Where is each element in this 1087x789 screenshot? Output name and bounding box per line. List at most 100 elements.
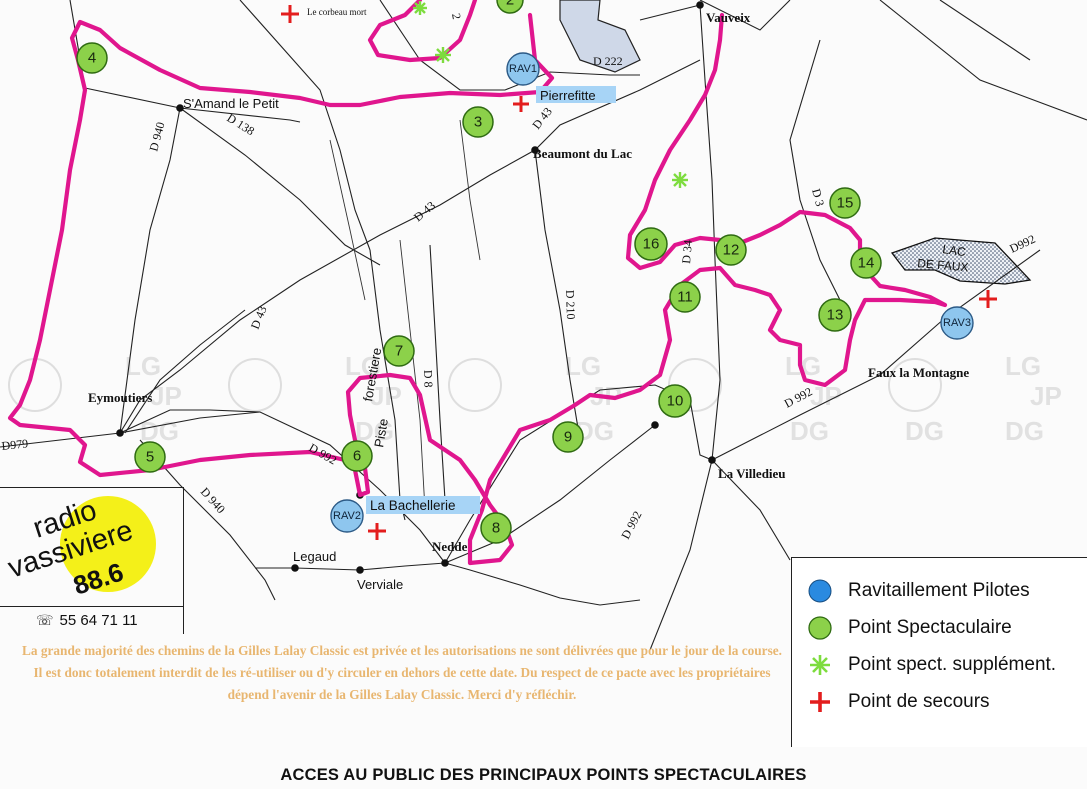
svg-text:10: 10: [667, 393, 684, 410]
road-label-d210: D 210: [563, 290, 578, 320]
town-bachellerie: La Bachellerie: [370, 498, 456, 513]
spectator-points: 2 3 4 5 6 7 8 9 10 11 12 13 14 15 16: [76, 0, 882, 544]
watermark-jp: JP: [1030, 381, 1062, 411]
spot-10[interactable]: 10: [658, 384, 692, 418]
watermark-jp: JP: [150, 381, 182, 411]
phone-box: ☏ 55 64 71 11: [0, 606, 184, 634]
watermark-lg: LG: [125, 351, 161, 381]
town-faux: Faux la Montagne: [868, 365, 969, 380]
spot-2[interactable]: 2: [496, 0, 524, 14]
spot-15[interactable]: 15: [829, 187, 861, 219]
cross-icon[interactable]: [979, 290, 997, 308]
supply-points: RAV1 RAV2 RAV3: [330, 52, 974, 533]
spot-16[interactable]: 16: [634, 227, 668, 261]
svg-text:2: 2: [506, 0, 514, 9]
legend-row-secours: Point de secours: [806, 687, 990, 717]
road-label-d940: D 940: [198, 485, 228, 516]
svg-text:6: 6: [353, 448, 361, 465]
star-icon[interactable]: [672, 172, 688, 188]
svg-text:3: 3: [474, 114, 482, 131]
road-label-d43: D 43: [411, 198, 438, 224]
star-icon[interactable]: [413, 1, 427, 15]
lake-vassiviere: [559, 0, 641, 73]
svg-text:4: 4: [88, 50, 96, 67]
rav-2[interactable]: RAV2: [330, 499, 364, 533]
rav-3[interactable]: RAV3: [940, 306, 974, 340]
town-beaumont: Beaumont du Lac: [533, 146, 632, 161]
highlight-bachellerie: [366, 496, 480, 514]
extra-spectator-points: [413, 1, 688, 188]
town-verviale: Verviale: [357, 577, 403, 592]
spot-5[interactable]: 5: [134, 441, 166, 473]
watermark-lg: LG: [565, 351, 601, 381]
svg-text:RAV3: RAV3: [943, 317, 971, 329]
legend-label: Point de secours: [848, 691, 990, 712]
radio-sun-logo: [60, 496, 156, 592]
lac-de-faux: [890, 237, 1032, 285]
lake-label-faux: DE FAUX: [917, 256, 969, 274]
spot-9[interactable]: 9: [552, 421, 584, 453]
town-legaud: Legaud: [293, 549, 336, 564]
road-label-d8: D 8: [421, 370, 436, 388]
watermark-dg: DG: [790, 416, 829, 446]
spot-3[interactable]: 3: [462, 106, 494, 138]
map-legend: Ravitaillement Pilotes Point Spectaculai…: [791, 557, 1087, 747]
svg-text:5: 5: [146, 449, 154, 466]
svg-text:15: 15: [837, 195, 854, 212]
cross-icon[interactable]: [513, 96, 529, 112]
green-circle-icon: [806, 614, 834, 642]
svg-text:RAV1: RAV1: [509, 63, 537, 75]
spot-14[interactable]: 14: [850, 247, 882, 279]
town-villedieu: La Villedieu: [718, 466, 786, 481]
town-nedde: Nedde: [432, 539, 468, 554]
phone-number[interactable]: 55 64 71 11: [59, 612, 138, 629]
town-eymoutiers: Eymoutiers: [88, 390, 152, 405]
cross-icon[interactable]: [368, 523, 386, 540]
private-roads-notice: La grande majorité des chemins de la Gil…: [22, 643, 782, 702]
star-icon[interactable]: [435, 47, 451, 63]
town-corbeau: Le corbeau mort: [307, 7, 367, 17]
road-label-d992: D 992: [618, 509, 644, 542]
road-label-d992: D 992: [307, 440, 340, 467]
legend-row-supplement: Point spect. supplément.: [806, 650, 1056, 680]
legend-label: Ravitaillement Pilotes: [848, 580, 1030, 601]
svg-text:9: 9: [564, 429, 572, 446]
road-label-d940: D 940: [146, 120, 167, 152]
radio-logo-box: radio vassiviere 88.6: [0, 487, 184, 606]
spot-12[interactable]: 12: [715, 234, 747, 266]
legend-label: Point Spectaculaire: [848, 617, 1012, 638]
green-star-icon: [806, 651, 834, 679]
legend-label: Point spect. supplément.: [848, 654, 1057, 675]
road-label-d43: D 43: [529, 105, 555, 132]
watermark-jp: JP: [370, 381, 402, 411]
watermark-lg: LG: [1005, 351, 1041, 381]
road-label-d992: D992: [1007, 232, 1037, 256]
road-label-piste: Piste: [371, 417, 391, 448]
town-st-amand: S'Amand le Petit: [183, 96, 279, 111]
spot-11[interactable]: 11: [669, 281, 701, 313]
road-label-2: 2: [449, 12, 464, 20]
road-label-d34: D 34: [679, 239, 695, 264]
town-pierrefitte: Pierrefitte: [540, 88, 596, 103]
spot-13[interactable]: 13: [818, 298, 852, 332]
road-label-d43: D 43: [248, 304, 270, 331]
svg-text:14: 14: [858, 255, 875, 272]
lake-label-lac: LAC: [942, 242, 967, 259]
road-label-d979: D979: [1, 436, 29, 453]
rav-1[interactable]: RAV1: [506, 52, 540, 86]
spot-4[interactable]: 4: [76, 42, 108, 74]
road-nodes: [116, 1, 949, 574]
svg-text:11: 11: [677, 289, 693, 306]
svg-text:13: 13: [827, 307, 844, 324]
svg-text:8: 8: [492, 520, 500, 537]
cross-icon[interactable]: [281, 5, 299, 23]
red-cross-icon: [806, 688, 834, 716]
svg-text:12: 12: [723, 242, 740, 259]
race-route: [7, 12, 948, 566]
watermark-dg: DG: [140, 416, 179, 446]
spot-6[interactable]: 6: [341, 440, 373, 472]
spot-7[interactable]: 7: [383, 335, 415, 367]
spot-8[interactable]: 8: [480, 512, 512, 544]
